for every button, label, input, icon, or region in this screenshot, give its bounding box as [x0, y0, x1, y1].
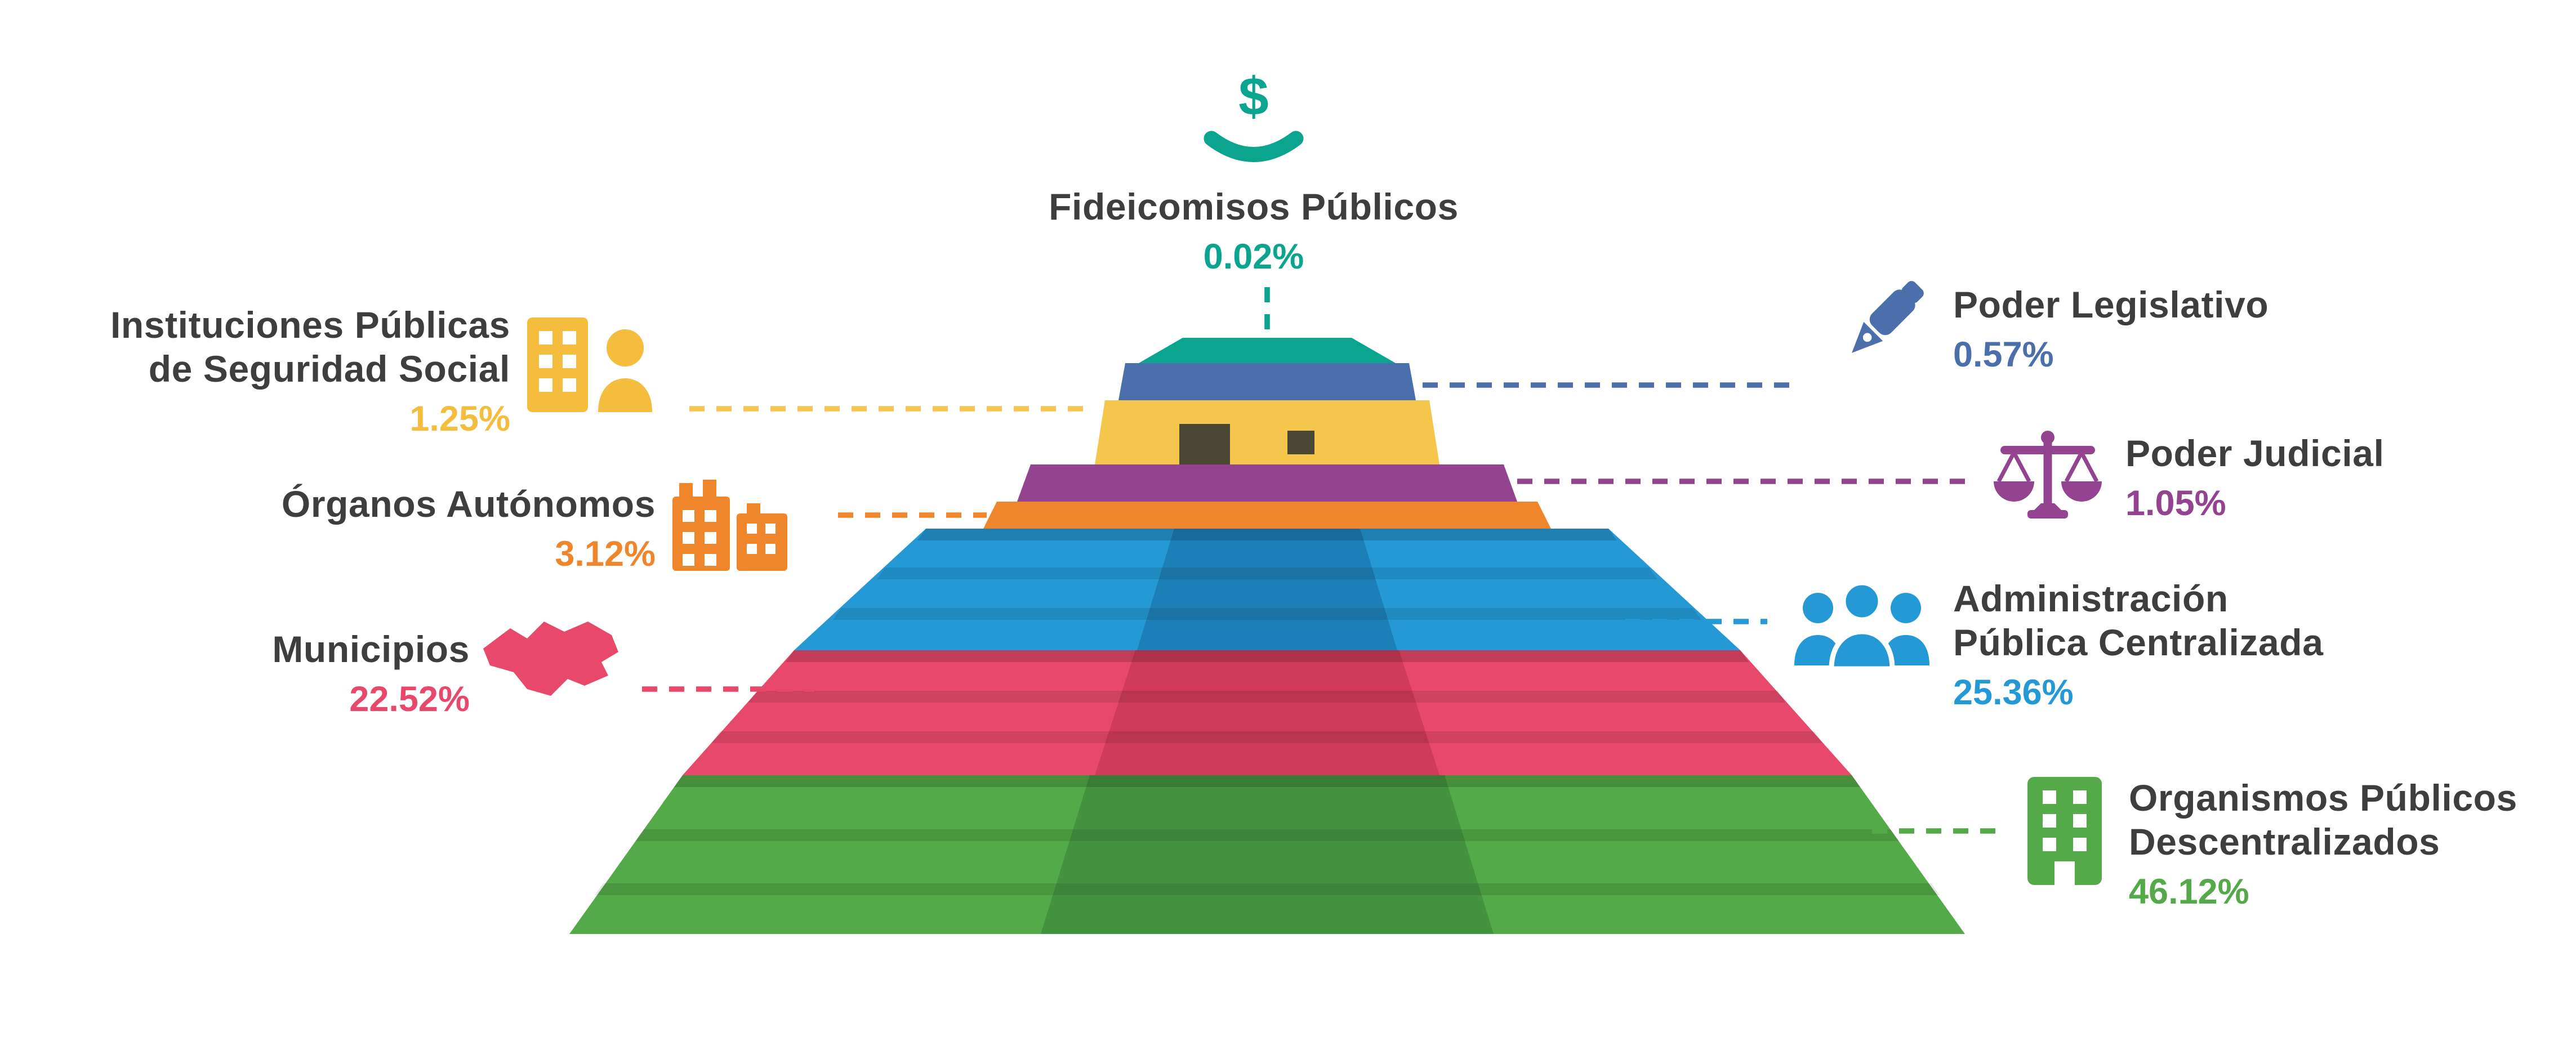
- state-map-icon: [476, 611, 622, 706]
- label-descentralizados-value: 46.12%: [2129, 873, 2249, 912]
- pen-icon: [1831, 280, 1929, 382]
- label-seguridad: Instituciones Públicas de Seguridad Soci…: [34, 304, 510, 441]
- label-administracion-line2: Pública Centralizada: [1953, 622, 2324, 664]
- label-administracion: Administración Pública Centralizada 25.3…: [1953, 578, 2494, 714]
- hand-curve: [1204, 131, 1304, 162]
- pyramid-staircase-cyan: [1137, 529, 1397, 650]
- pyramid-ledge-shade: [786, 650, 1749, 662]
- label-descentralizados-line2: Descentralizados: [2129, 821, 2440, 863]
- pyramid-layer-autonomos: [983, 502, 1551, 529]
- label-autonomos-value: 3.12%: [555, 535, 656, 574]
- label-autonomos-title: Órganos Autónomos: [281, 483, 656, 525]
- pyramid-layer-legislativo: [1118, 363, 1416, 400]
- label-judicial: Poder Judicial 1.05%: [2125, 432, 2531, 525]
- temple-window: [1287, 431, 1314, 454]
- label-legislativo-value: 0.57%: [1953, 336, 2054, 375]
- temple-door: [1179, 424, 1230, 464]
- pyramid-step-shade: [595, 883, 1940, 895]
- label-legislativo-title: Poder Legislativo: [1953, 284, 2269, 326]
- label-administracion-line1: Administración: [1953, 578, 2229, 620]
- label-descentralizados-line1: Organismos Públicos: [2129, 777, 2517, 819]
- office-building-icon: [2017, 774, 2112, 888]
- label-fideicomisos: Fideicomisos Públicos 0.02%: [975, 186, 1532, 279]
- people-group-icon: [1784, 578, 1940, 672]
- pyramid-step-shade: [833, 608, 1701, 620]
- pyramid-ledge-shade: [674, 775, 1860, 787]
- pyramid-step-shade: [635, 829, 1899, 841]
- pyramid-step-shade: [877, 567, 1657, 579]
- pyramid-layer-seguridad: [1095, 400, 1439, 464]
- pyramid-ledge-shade: [917, 529, 1617, 540]
- label-fideicomisos-value: 0.02%: [1203, 238, 1304, 277]
- hand-dollar-icon: $: [1200, 64, 1308, 172]
- label-judicial-title: Poder Judicial: [2125, 432, 2385, 475]
- label-seguridad-line1: Instituciones Públicas: [110, 304, 510, 346]
- label-seguridad-value: 1.25%: [409, 400, 510, 439]
- label-fideicomisos-title: Fideicomisos Públicos: [1049, 186, 1459, 228]
- label-municipios-value: 22.52%: [349, 681, 470, 719]
- label-administracion-value: 25.36%: [1953, 674, 2074, 713]
- pyramid-staircase-green: [1041, 775, 1494, 934]
- pyramid-layer-fideicomisos: [1139, 338, 1396, 363]
- pyramid-staircase-red: [1095, 650, 1439, 775]
- pyramid-layer-judicial: [1017, 464, 1517, 502]
- label-seguridad-line2: de Seguridad Social: [148, 348, 510, 390]
- pyramid-step-shade: [748, 691, 1786, 703]
- dollar-glyph: $: [1238, 66, 1268, 127]
- buildings-icon: [669, 476, 808, 571]
- scales-icon: [1990, 426, 2105, 524]
- label-legislativo: Poder Legislativo 0.57%: [1953, 284, 2460, 377]
- pyramid-step-shade: [711, 731, 1823, 743]
- label-judicial-value: 1.05%: [2125, 485, 2226, 524]
- label-municipios: Municipios 22.52%: [64, 628, 470, 721]
- label-municipios-title: Municipios: [272, 628, 470, 671]
- label-autonomos: Órganos Autónomos 3.12%: [149, 483, 656, 576]
- label-descentralizados: Organismos Públicos Descentralizados 46.…: [2129, 777, 2576, 914]
- building-person-icon: [527, 304, 662, 412]
